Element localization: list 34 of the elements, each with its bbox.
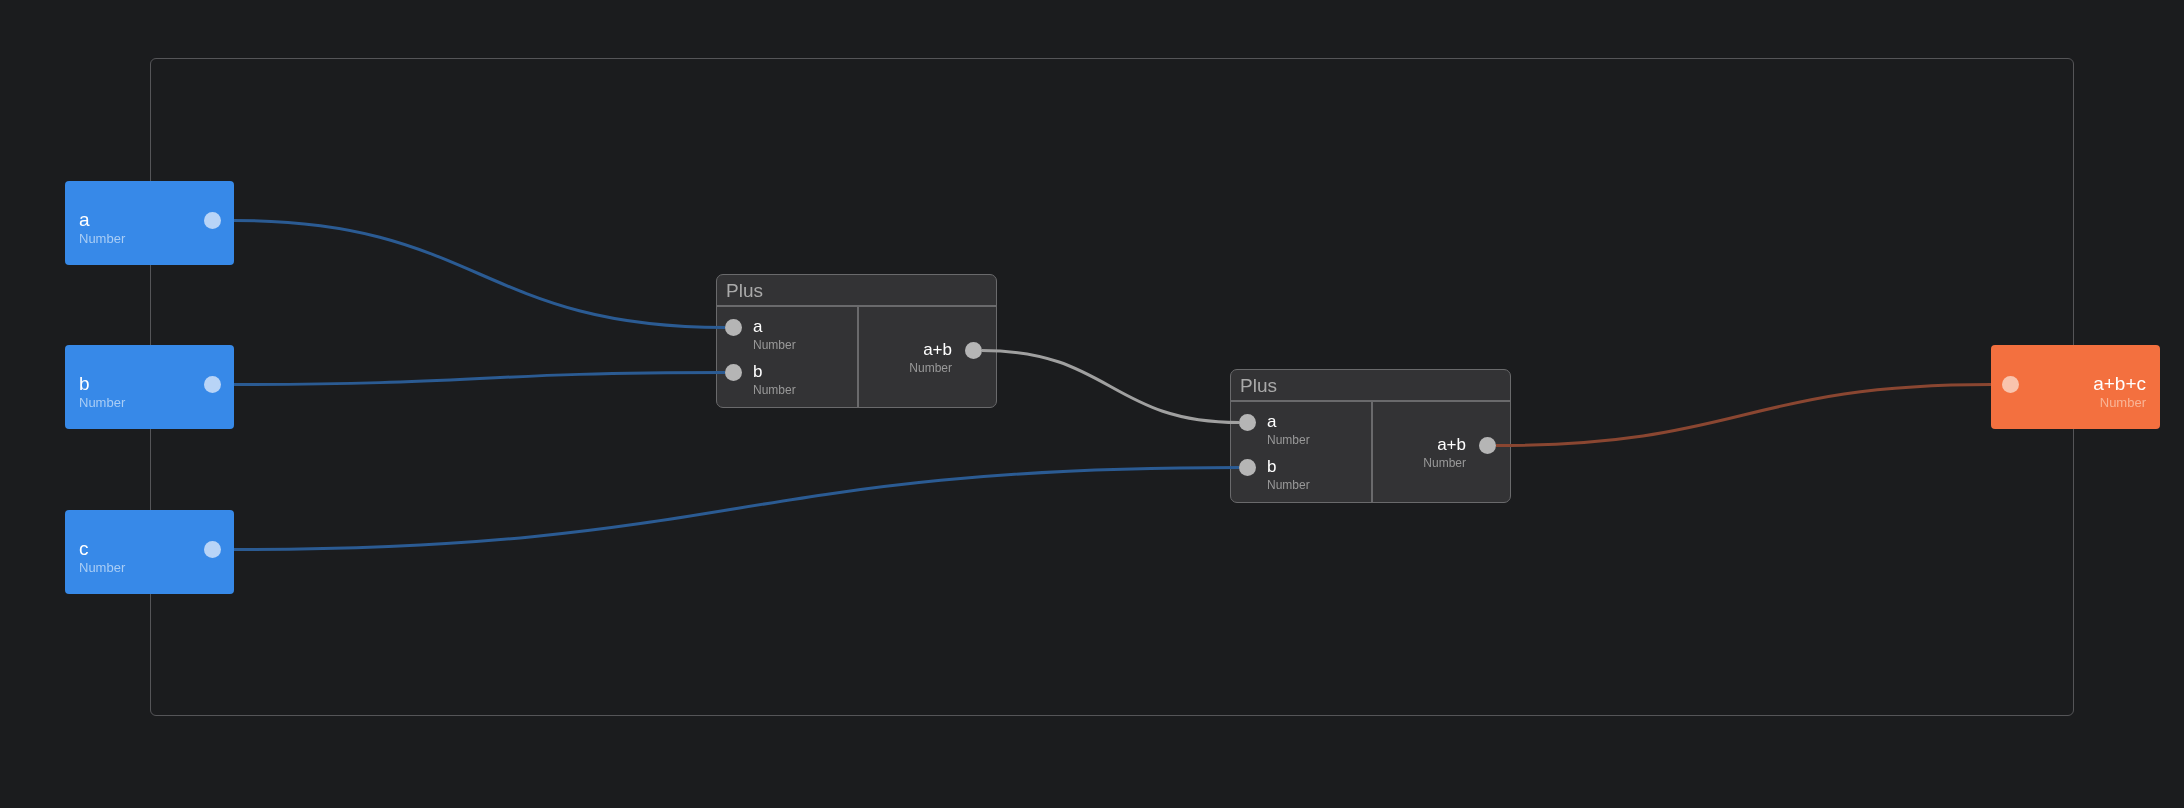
connector-wire	[981, 349, 1240, 424]
port-label: a	[1267, 412, 1277, 432]
type-label: Number	[79, 231, 126, 246]
output-node	[1991, 345, 2160, 429]
input-node	[65, 181, 234, 265]
node-title: b	[79, 373, 90, 395]
type-label: Number	[1267, 433, 1310, 447]
node-title: Plus	[726, 280, 763, 302]
type-label: Number	[753, 338, 796, 352]
plus-node	[1230, 369, 1511, 503]
type-label: Number	[909, 361, 952, 375]
type-label: Number	[1423, 456, 1466, 470]
type-label: Number	[79, 560, 126, 575]
type-label: Number	[753, 383, 796, 397]
connector-wire	[234, 371, 725, 386]
connector-wire	[1495, 383, 1992, 447]
node-title: Plus	[1240, 375, 1277, 397]
node-title: a	[79, 209, 90, 231]
port-label: b	[1267, 457, 1277, 477]
input-node	[65, 510, 234, 594]
port-label: a+b	[1437, 435, 1466, 455]
input-node	[65, 345, 234, 429]
node-title: a+b+c	[2093, 373, 2146, 395]
type-label: Number	[1267, 478, 1310, 492]
port-label: b	[753, 362, 763, 382]
connector-wire	[233, 466, 1240, 551]
node-title: c	[79, 538, 89, 560]
port-label: a+b	[923, 340, 952, 360]
graph-frame	[150, 58, 2074, 716]
connector-wire	[233, 219, 726, 329]
type-label: Number	[79, 395, 126, 410]
plus-node	[716, 274, 997, 408]
port-label: a	[753, 317, 763, 337]
type-label: Number	[2099, 395, 2146, 410]
